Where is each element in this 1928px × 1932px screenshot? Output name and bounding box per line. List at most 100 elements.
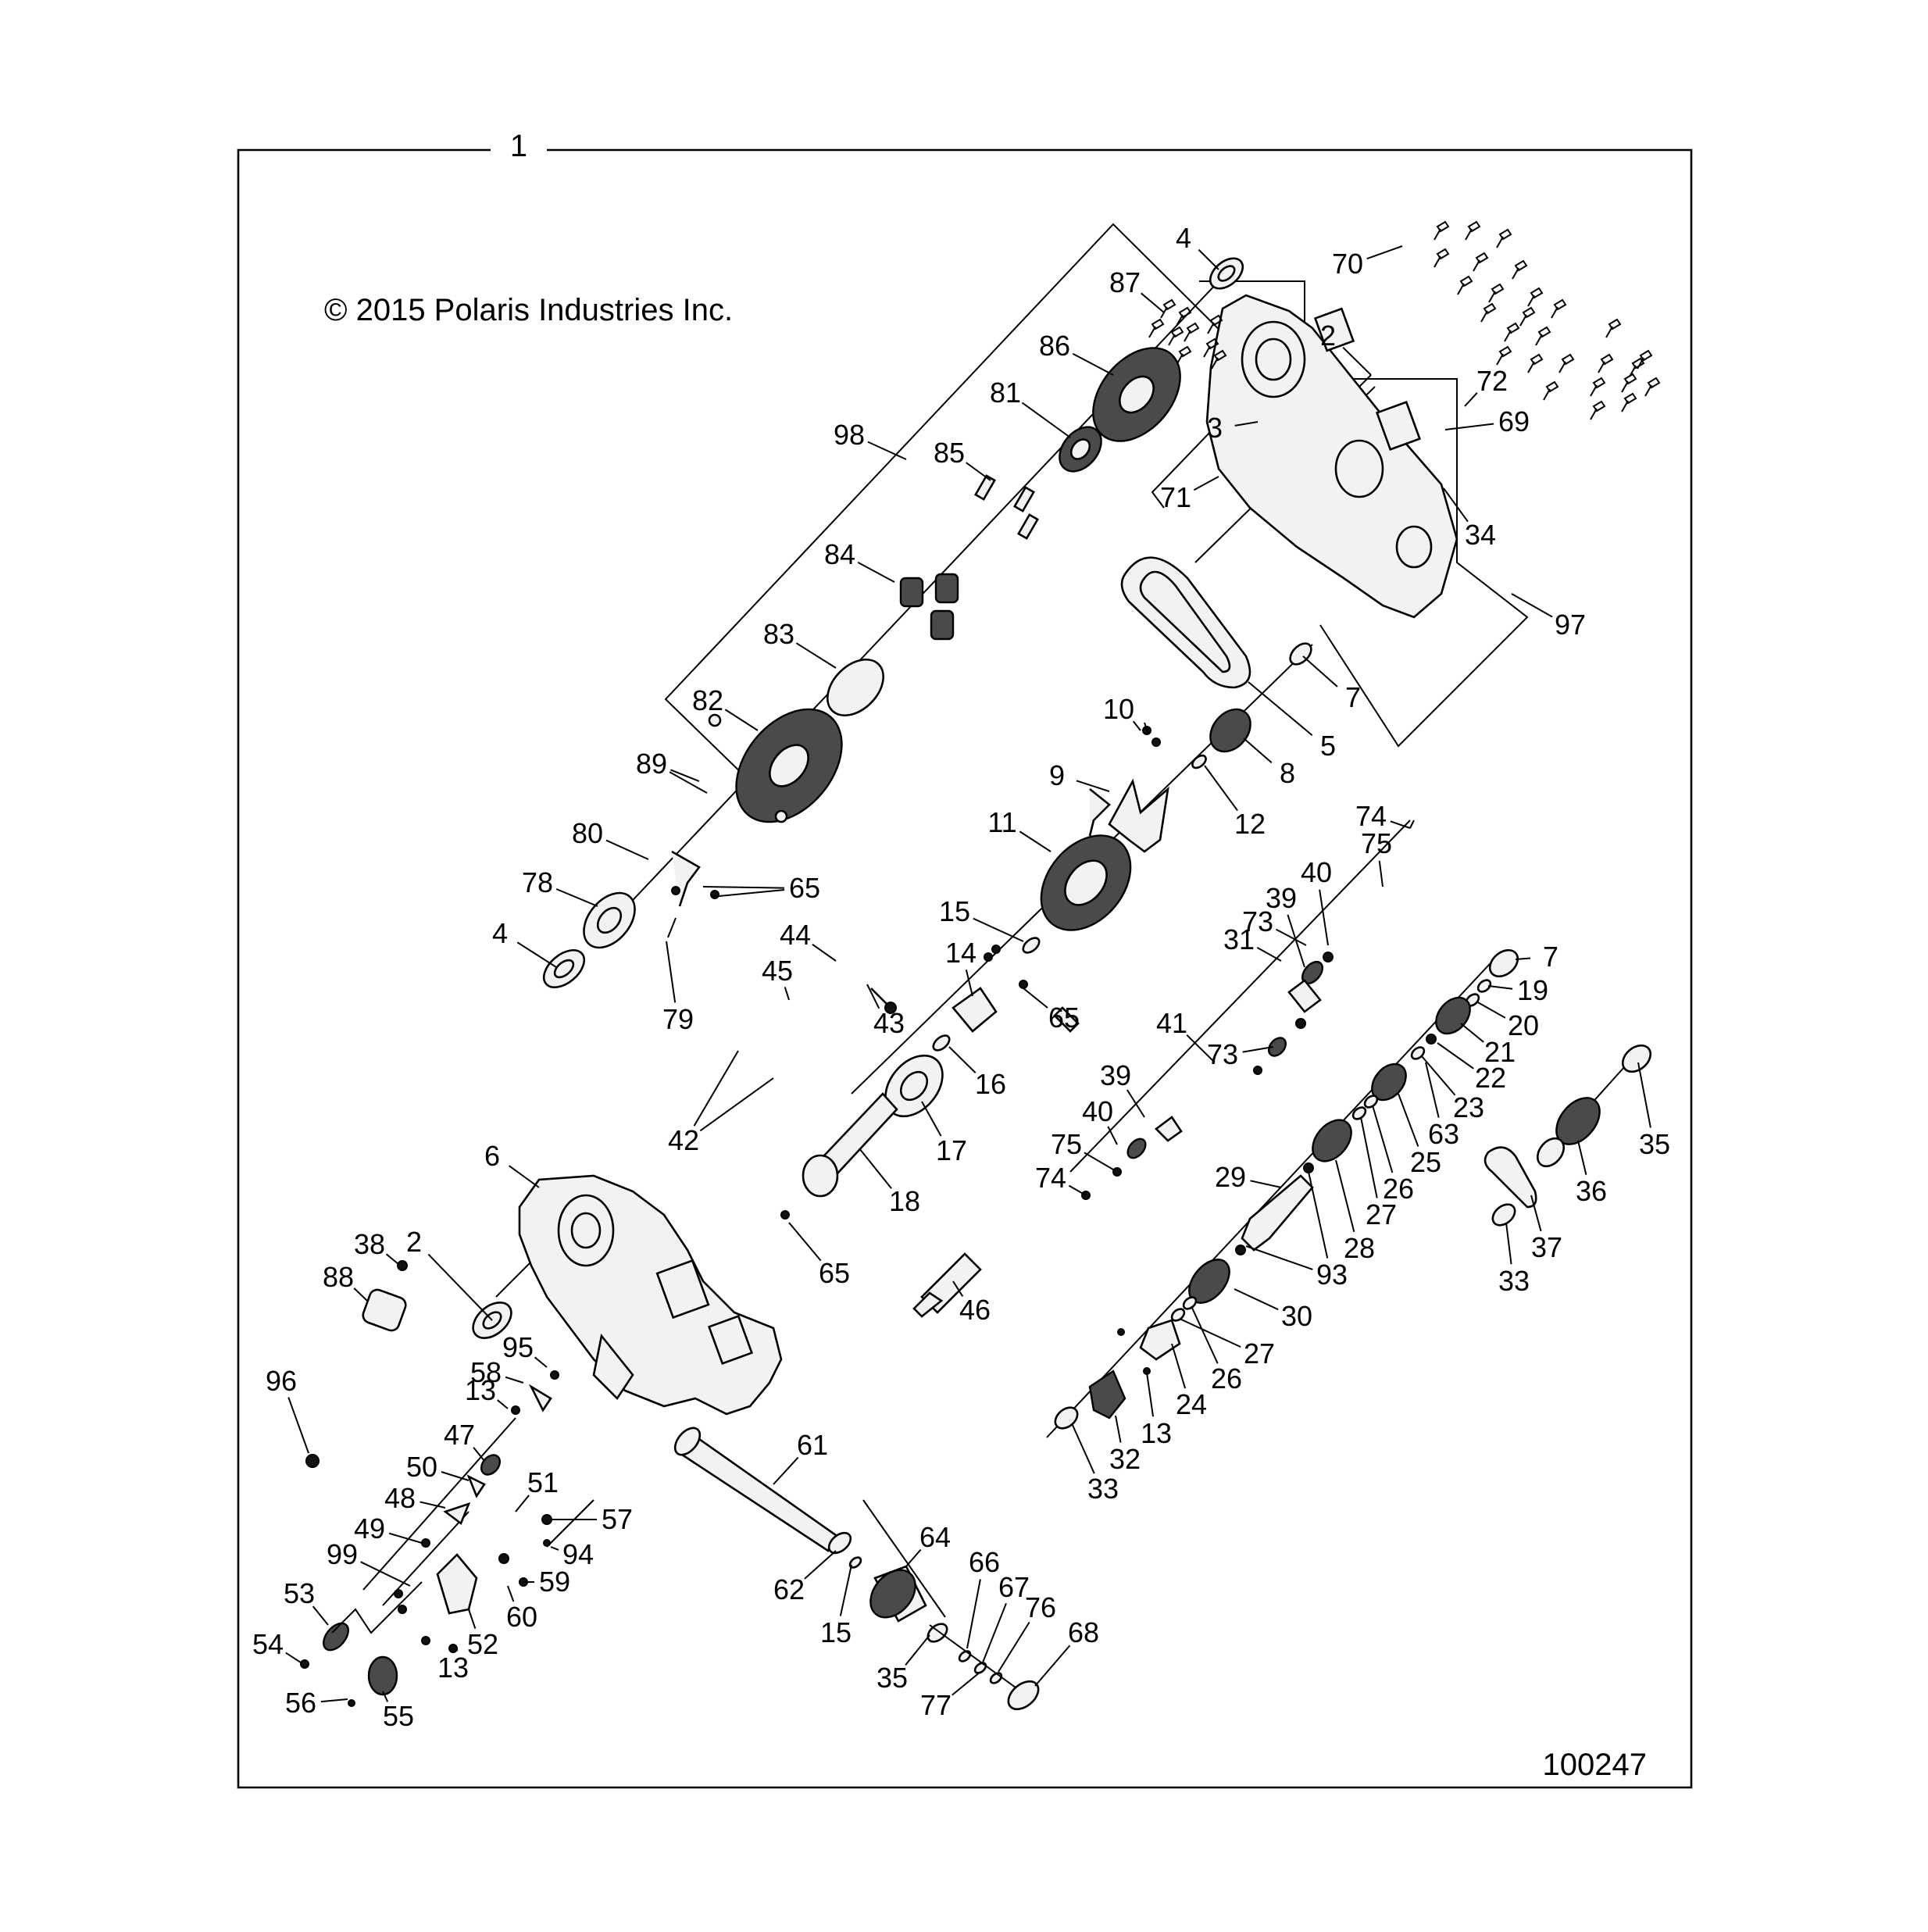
- leader-71: [1194, 477, 1219, 490]
- callout-15: 15: [939, 895, 970, 927]
- leader-15: [841, 1565, 852, 1616]
- callout-14: 14: [945, 937, 976, 969]
- leader-36: [1578, 1141, 1586, 1175]
- leader-62: [805, 1551, 836, 1579]
- leader-21: [1461, 1023, 1483, 1042]
- bolts70-bolt: [1466, 222, 1480, 240]
- leader-27: [1180, 1319, 1241, 1347]
- callout-59: 59: [539, 1566, 570, 1598]
- callout-40: 40: [1301, 856, 1332, 888]
- leader-96: [288, 1398, 309, 1453]
- callout-7: 7: [1345, 681, 1361, 713]
- callout-37: 37: [1531, 1231, 1562, 1263]
- callout-17: 17: [936, 1134, 967, 1166]
- leader-66: [967, 1580, 980, 1648]
- leader-24: [1172, 1344, 1185, 1388]
- leader-94: [551, 1547, 559, 1550]
- callout-88: 88: [323, 1261, 354, 1293]
- leader-7: [1303, 656, 1337, 687]
- leader-4: [517, 942, 556, 967]
- callout-5: 5: [1320, 730, 1336, 762]
- bolt-set-70: [1434, 222, 1659, 420]
- callout-77: 77: [920, 1689, 952, 1721]
- callout-55: 55: [383, 1700, 414, 1732]
- leader-25: [1398, 1094, 1418, 1147]
- bolts70-bolt: [1458, 277, 1472, 295]
- leader-60: [508, 1586, 513, 1602]
- callout-44: 44: [780, 919, 811, 951]
- bolts87-bolt: [1184, 323, 1198, 341]
- callout-48: 48: [384, 1482, 416, 1514]
- leader-69: [1445, 423, 1494, 430]
- leader-4: [1198, 250, 1219, 270]
- callout-50: 50: [406, 1451, 437, 1483]
- leader-40: [1319, 890, 1328, 945]
- callout-98: 98: [834, 419, 865, 451]
- callout-73: 73: [1207, 1038, 1238, 1070]
- leader-75: [1380, 861, 1383, 887]
- leader-67: [983, 1603, 1006, 1662]
- leader-64: [906, 1550, 921, 1566]
- callout-63: 63: [1428, 1118, 1459, 1150]
- callout-11: 11: [987, 806, 1016, 838]
- bolts70-bolt: [1497, 347, 1511, 365]
- callout-81: 81: [990, 377, 1021, 409]
- callout-56: 56: [285, 1687, 316, 1719]
- leader-65: [703, 887, 784, 888]
- callout-4: 4: [492, 917, 508, 949]
- callout-65: 65: [1048, 1002, 1080, 1034]
- leader-33: [1072, 1423, 1094, 1473]
- callout-35: 35: [877, 1662, 908, 1694]
- callout-2: 2: [406, 1226, 422, 1258]
- leader-80: [606, 841, 648, 859]
- leader-9: [1076, 780, 1109, 791]
- leader-72: [1465, 393, 1477, 406]
- callout-85: 85: [934, 437, 965, 469]
- leader-93: [1246, 1246, 1312, 1270]
- callout-33: 33: [1087, 1473, 1119, 1505]
- callout-4: 4: [1176, 222, 1191, 254]
- leader-22: [1437, 1043, 1473, 1069]
- bolts70-bolt: [1473, 253, 1487, 271]
- leader-68: [1035, 1645, 1069, 1686]
- callout-94: 94: [562, 1538, 594, 1570]
- callout-9: 9: [1049, 759, 1065, 791]
- callout-38: 38: [354, 1228, 385, 1260]
- leader-20: [1476, 1002, 1505, 1018]
- leader-48: [420, 1502, 445, 1508]
- bolts70-bolt: [1551, 300, 1566, 318]
- leader-12: [1205, 766, 1237, 811]
- leader-53: [313, 1606, 328, 1625]
- callout-52: 52: [467, 1628, 498, 1660]
- leader-28: [1336, 1160, 1354, 1232]
- callout-65: 65: [819, 1257, 850, 1289]
- leader-38: [387, 1254, 398, 1264]
- leader-10: [1134, 721, 1141, 730]
- callout-27: 27: [1366, 1198, 1397, 1230]
- leader-78: [556, 889, 598, 906]
- bolts70-bolt: [1528, 355, 1542, 373]
- auxiliary-shaft-parts: [1485, 1040, 1655, 1229]
- leader-6: [509, 1166, 539, 1187]
- transmission-case-6: [306, 1176, 781, 1467]
- bolts70-bolt: [1505, 323, 1519, 341]
- callout-95: 95: [502, 1331, 534, 1363]
- callout-76: 76: [1025, 1591, 1056, 1623]
- callout-13: 13: [437, 1652, 469, 1684]
- callout-58: 58: [470, 1356, 502, 1388]
- leader-84: [858, 562, 894, 582]
- callout-83: 83: [763, 618, 794, 650]
- callout-12: 12: [1234, 808, 1266, 840]
- callout-41: 41: [1156, 1007, 1187, 1039]
- callout-22: 22: [1475, 1062, 1506, 1094]
- bolts70-bolt: [1591, 378, 1605, 396]
- callout-89: 89: [636, 748, 667, 780]
- callout-28: 28: [1344, 1232, 1375, 1264]
- leader-74: [1069, 1186, 1086, 1195]
- callout-40: 40: [1082, 1095, 1113, 1127]
- callout-96: 96: [266, 1365, 297, 1397]
- assembly-number: 1: [510, 129, 527, 163]
- bolts87-bolt: [1161, 300, 1175, 318]
- callout-60: 60: [506, 1601, 537, 1633]
